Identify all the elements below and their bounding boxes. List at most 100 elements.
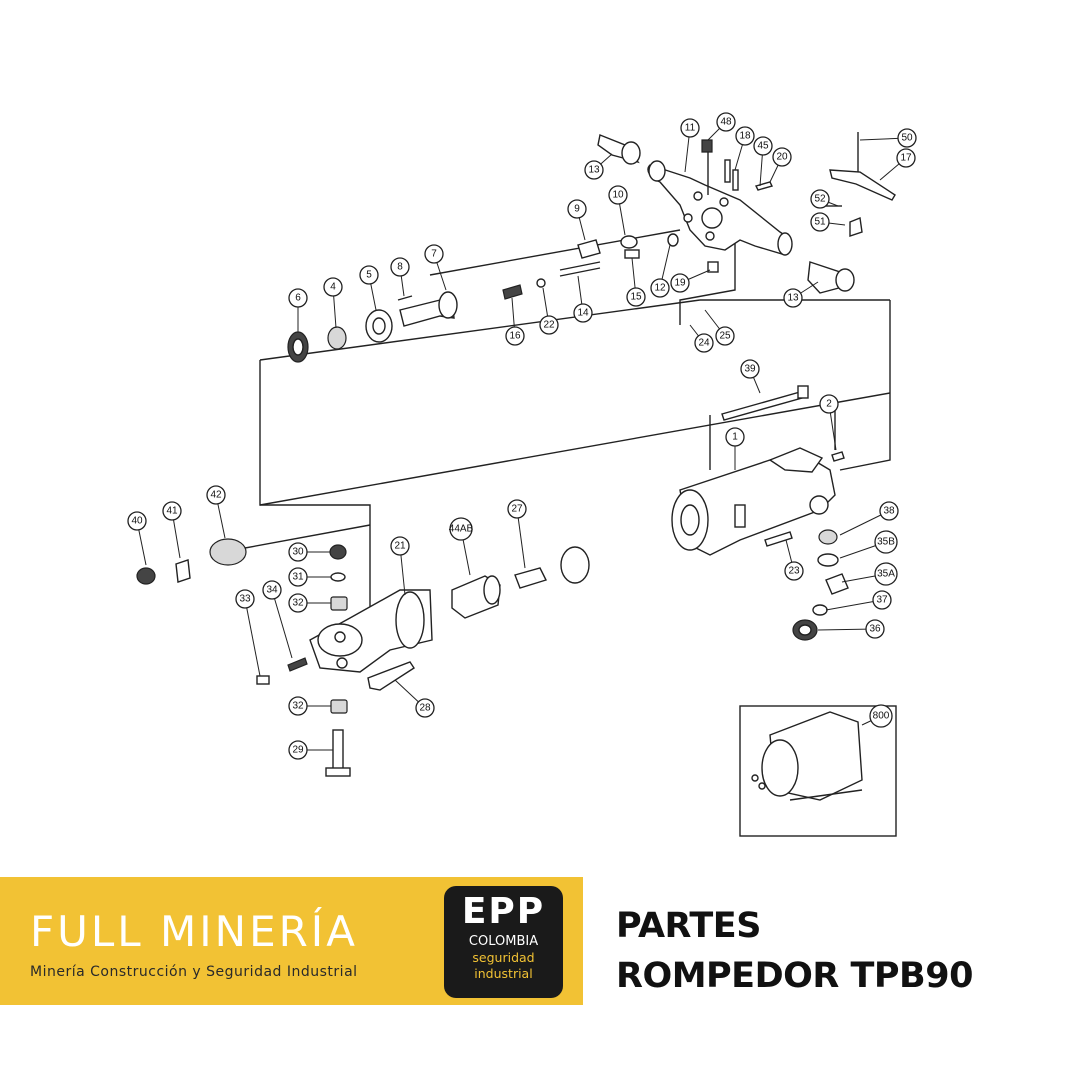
callout-circle [127,511,147,531]
part-callout: 22 [539,315,559,335]
part-callout: 33 [235,589,255,609]
part-callout: 17 [896,148,916,168]
callout-number: 28 [419,703,431,714]
epp-colombia-logo: EPP COLOMBIA seguridad industrial [444,886,563,998]
callout-number: 32 [292,598,304,609]
part-callout: 36 [865,619,885,639]
callout-circle [874,530,898,554]
part-callout: 13 [783,288,803,308]
logo-epp-text: EPP [461,891,546,932]
callout-number: 10 [612,190,624,201]
callout-number: 8 [397,262,403,273]
part-callout: 44AB [449,517,474,541]
callout-circle [288,696,308,716]
callout-circle [206,485,226,505]
callout-number: 23 [788,566,800,577]
callout-number: 36 [869,624,881,635]
part-callout: 21 [390,536,410,556]
handle-assembly [647,139,793,273]
exploded-parts-diagram: 1245678910111213131415161718192021222324… [127,112,917,837]
callout-circle [772,147,792,167]
callout-leader [516,508,526,569]
callout-circle [716,112,736,132]
inset-800 [739,705,897,837]
callout-circle [573,303,593,323]
callout-number: 52 [814,194,826,205]
callout-number: 11 [685,123,696,134]
callout-number: 17 [900,153,912,164]
callout-circle [725,427,745,447]
callout-circle [735,126,755,146]
callout-circle [783,288,803,308]
callout-number: 44AB [449,524,474,535]
callout-circle [424,244,444,264]
callout-circle [449,517,473,541]
callout-number: 2 [826,399,832,410]
part-callout: 11 [680,118,700,138]
callout-circle [819,394,839,414]
callout-circle [288,542,308,562]
callout-number: 16 [509,331,521,342]
callout-number: 15 [630,292,642,303]
part-callout: 8 [390,257,410,277]
callout-number: 25 [719,331,731,342]
callout-number: 1 [732,432,738,443]
callout-circle [567,199,587,219]
part-callout: 23 [784,561,804,581]
callout-number: 38 [883,506,895,517]
callout-circle [650,278,670,298]
title-line2: ROMPEDOR TPB90 [616,956,973,996]
callout-circle [390,257,410,277]
callout-circle [390,536,410,556]
callout-number: 39 [744,364,756,375]
handle-sleeves [597,134,855,294]
part-callout: 5 [359,265,379,285]
part-callout: 7 [424,244,444,264]
part-callout: 34 [262,580,282,600]
callout-number: 14 [577,308,589,319]
part-callout: 48 [716,112,736,132]
callout-leader [271,589,293,659]
callout-number: 45 [757,141,769,152]
part-callout: 9 [567,199,587,219]
callout-number: 34 [266,585,278,596]
logo-country-text: COLOMBIA [468,934,539,949]
callout-number: 5 [366,270,372,281]
callout-number: 27 [511,504,523,515]
part-callout: 40 [127,511,147,531]
callout-circle [694,333,714,353]
callout-number: 40 [131,516,143,527]
callout-number: 9 [574,204,580,215]
callout-circle [626,287,646,307]
callout-number: 33 [239,594,251,605]
logo-line1-text: seguridad [472,950,535,965]
callout-number: 29 [292,745,304,756]
callout-circle [784,561,804,581]
part-callout: 50 [897,128,917,148]
part-callout: 10 [608,185,628,205]
callout-number: 800 [873,711,890,722]
callout-leaders [136,121,908,751]
callout-circle [162,501,182,521]
callout-leader [244,598,261,677]
part-callout: 39 [740,359,760,379]
part-callout: 13 [584,160,604,180]
part-callout: 1 [725,427,745,447]
callout-number: 13 [787,293,799,304]
callout-number: 19 [674,278,686,289]
part-callout: 15 [626,287,646,307]
callout-circle [608,185,628,205]
callout-number: 37 [876,595,888,606]
callout-circle [753,136,773,156]
part-callout: 14 [573,303,593,323]
callout-number: 48 [720,117,732,128]
callout-number: 21 [394,541,406,552]
callout-circle [879,501,899,521]
part-callout: 35A [874,562,898,586]
valve-parts [502,233,679,300]
part-callout: 4 [323,277,343,297]
callout-number: 31 [292,572,304,583]
brand-name: FULL MINERÍA [30,907,358,956]
callout-circle [359,265,379,285]
callout-circle [670,273,690,293]
